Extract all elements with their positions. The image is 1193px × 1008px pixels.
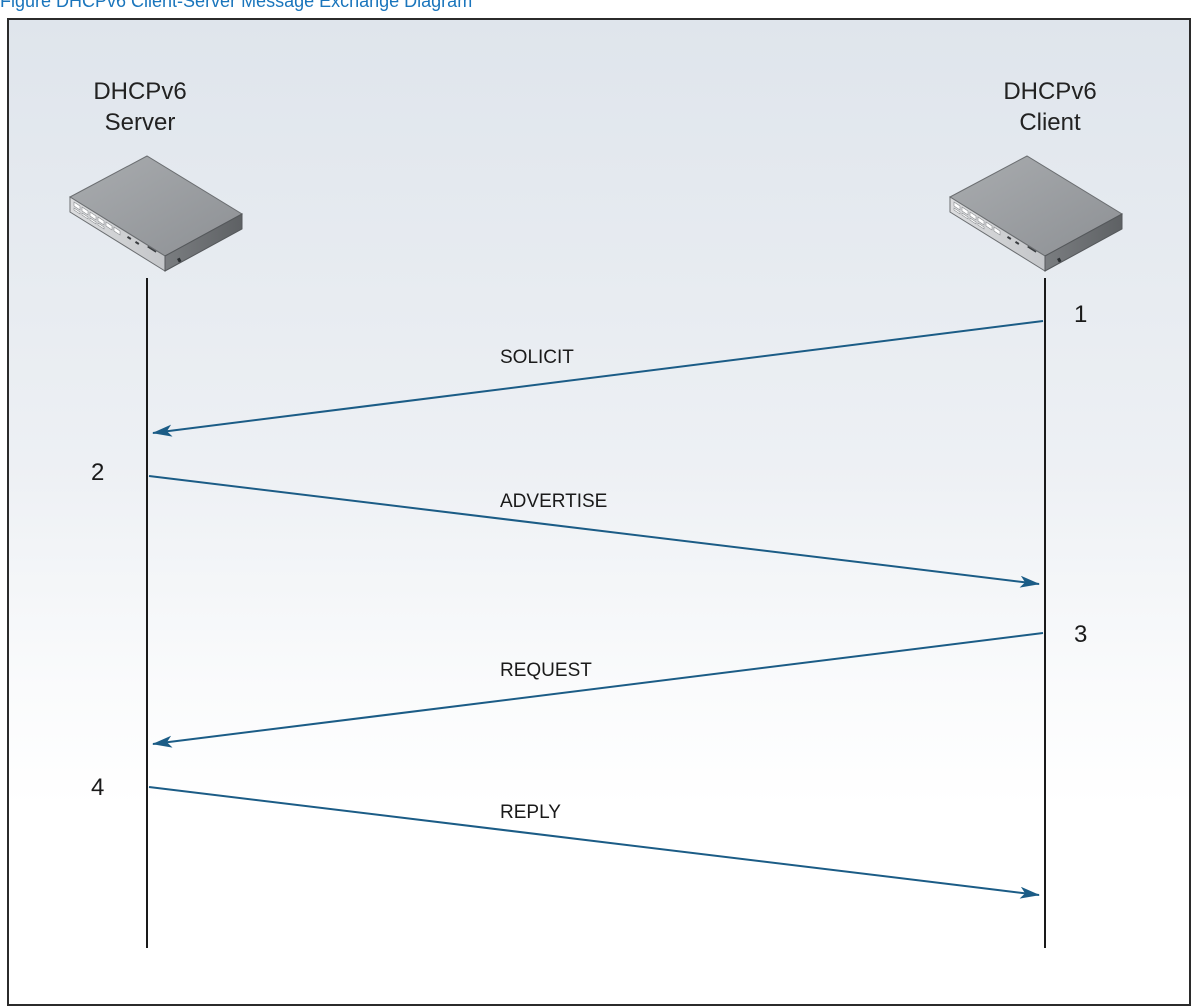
solicit-arrow — [152, 320, 1044, 437]
client-label-line2: Client — [1019, 109, 1081, 136]
network-switch-icon — [948, 155, 1123, 272]
reply-arrow — [148, 786, 1040, 899]
request-arrow — [152, 632, 1044, 748]
figure-caption: Figure DHCPv6 Client-Server Message Exch… — [0, 0, 473, 11]
sequence-diagram: DHCPv6 Server DHCPv6 Client — [68, 78, 1123, 948]
server-label-line2: Server — [105, 109, 176, 136]
advertise-label: ADVERTISE — [500, 491, 607, 512]
server-label-line1: DHCPv6 — [93, 78, 186, 105]
step-2-number: 2 — [91, 459, 104, 486]
diagram-frame: DHCPv6 Server DHCPv6 Client — [7, 18, 1191, 1006]
request-label: REQUEST — [500, 660, 592, 681]
step-3-number: 3 — [1074, 621, 1087, 648]
step-1-number: 1 — [1074, 301, 1087, 328]
client-label-line1: DHCPv6 — [1003, 78, 1096, 105]
network-switch-icon — [68, 155, 243, 272]
step-4-number: 4 — [91, 774, 104, 801]
reply-label: REPLY — [500, 802, 561, 823]
solicit-label: SOLICIT — [500, 347, 574, 368]
advertise-arrow — [148, 475, 1040, 588]
